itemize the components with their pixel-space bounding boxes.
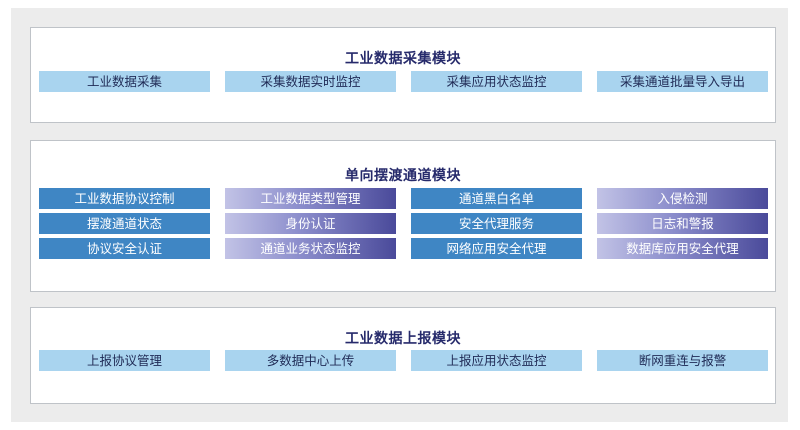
ferry-item: 日志和警报 xyxy=(597,213,768,234)
ferry-channel-module-title: 单向摆渡通道模块 xyxy=(345,168,461,184)
reporting-module-title: 工业数据上报模块 xyxy=(345,331,461,347)
collection-item: 工业数据采集 xyxy=(39,71,210,92)
collection-item: 采集应用状态监控 xyxy=(411,71,582,92)
ferry-item: 协议安全认证 xyxy=(39,238,210,259)
reporting-item: 多数据中心上传 xyxy=(225,350,396,371)
collection-module: 工业数据采集模块 工业数据采集 采集数据实时监控 采集应用状态监控 采集通道批量… xyxy=(30,27,776,123)
reporting-item: 上报协议管理 xyxy=(39,350,210,371)
reporting-module: 工业数据上报模块 上报协议管理 多数据中心上传 上报应用状态监控 断网重连与报警 xyxy=(30,307,776,404)
collection-module-title: 工业数据采集模块 xyxy=(345,51,461,67)
ferry-item: 工业数据协议控制 xyxy=(39,188,210,209)
ferry-item: 数据库应用安全代理 xyxy=(597,238,768,259)
ferry-item: 入侵检测 xyxy=(597,188,768,209)
ferry-item: 安全代理服务 xyxy=(411,213,582,234)
ferry-item: 摆渡通道状态 xyxy=(39,213,210,234)
ferry-item: 网络应用安全代理 xyxy=(411,238,582,259)
collection-item: 采集通道批量导入导出 xyxy=(597,71,768,92)
ferry-item: 工业数据类型管理 xyxy=(225,188,396,209)
ferry-item: 通道业务状态监控 xyxy=(225,238,396,259)
reporting-item: 上报应用状态监控 xyxy=(411,350,582,371)
ferry-item: 身份认证 xyxy=(225,213,396,234)
ferry-item: 通道黑白名单 xyxy=(411,188,582,209)
ferry-channel-module: 单向摆渡通道模块 工业数据协议控制 摆渡通道状态 协议安全认证 工业数据类型管理… xyxy=(30,140,776,292)
reporting-item: 断网重连与报警 xyxy=(597,350,768,371)
collection-item: 采集数据实时监控 xyxy=(225,71,396,92)
